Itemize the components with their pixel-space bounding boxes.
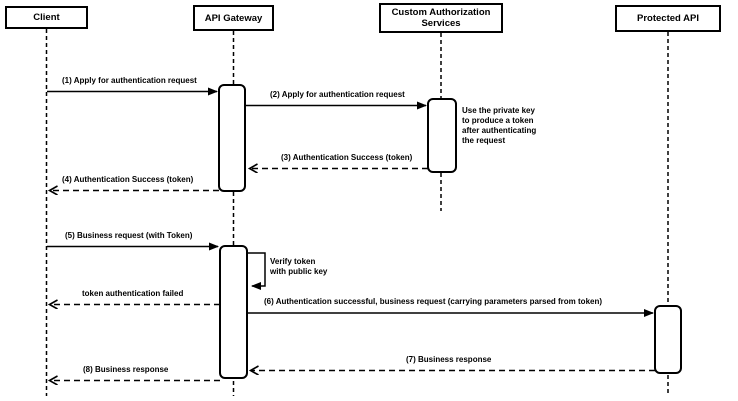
message-fail-label: token authentication failed <box>82 289 184 298</box>
participant-custom-authorization-services: Custom Authorization Services <box>379 3 503 33</box>
message-self-verify-label: Verify token with public key <box>270 257 328 276</box>
activation-api-gateway-auth <box>218 84 246 192</box>
message-3-label: (3) Authentication Success (token) <box>281 153 413 162</box>
message-7-label: (7) Business response <box>406 355 492 364</box>
message-4-label: (4) Authentication Success (token) <box>62 175 194 184</box>
note-private-key: Use the private key to produce a token a… <box>462 106 537 145</box>
participant-protected-api-label: Protected API <box>637 13 699 24</box>
activation-custom-authorization-services <box>427 98 457 173</box>
activation-protected-api <box>654 305 682 374</box>
message-6-label: (6) Authentication successful, business … <box>264 297 603 306</box>
participant-api-gateway: API Gateway <box>193 5 274 31</box>
participant-client-label: Client <box>33 12 60 23</box>
participant-protected-api: Protected API <box>615 5 721 32</box>
message-1-label: (1) Apply for authentication request <box>62 76 197 85</box>
message-self-verify-line <box>247 252 266 290</box>
participant-client: Client <box>5 6 88 29</box>
message-5-label: (5) Business request (with Token) <box>65 231 193 240</box>
activation-api-gateway-business <box>219 245 248 379</box>
participant-api-gateway-label: API Gateway <box>204 12 263 24</box>
message-2-label: (2) Apply for authentication request <box>270 90 405 99</box>
participant-custom-authorization-services-label: Custom Authorization Services <box>391 7 491 29</box>
message-8-label: (8) Business response <box>83 365 169 374</box>
